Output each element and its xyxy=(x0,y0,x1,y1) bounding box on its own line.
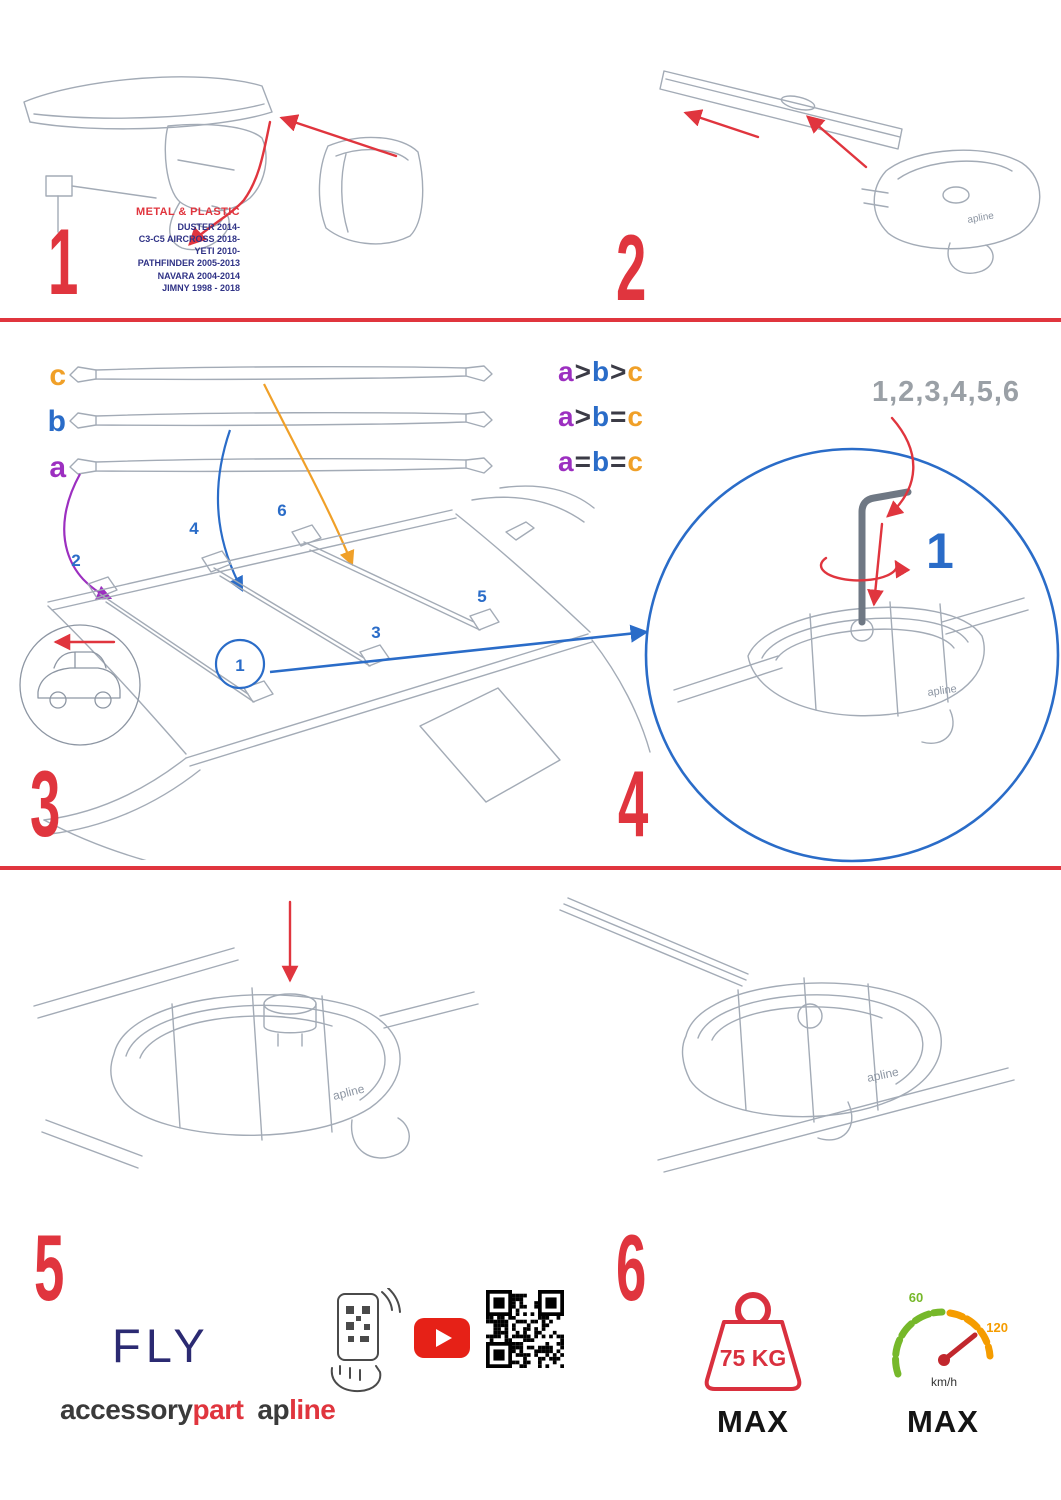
brand-accessory: accessory xyxy=(60,1394,193,1425)
model-item: PATHFINDER 2005-2013 xyxy=(137,258,240,269)
step6-illustration: apline xyxy=(559,897,1015,1173)
bar-with-foot-drawing xyxy=(659,70,1041,274)
press-down-arrow xyxy=(867,522,884,607)
roof-position-6: 6 xyxy=(277,501,286,520)
step4-illustration: apline 1 xyxy=(644,416,1060,863)
brand-ap: ap xyxy=(257,1394,290,1425)
allen-key xyxy=(858,488,912,626)
qr-code xyxy=(486,1290,564,1368)
model-item: JIMNY 1998 - 2018 xyxy=(162,282,240,293)
fly-logo: FLY xyxy=(112,1319,210,1372)
step3-illustration: c b a 1 2 3 4 5 6 xyxy=(19,359,651,860)
brand-on-product: apline xyxy=(927,683,958,699)
roof-position-2: 2 xyxy=(71,551,80,570)
comparison-row: a=b=c xyxy=(558,446,644,477)
comparison-row: a>b>c xyxy=(558,356,644,387)
roof-position-3: 3 xyxy=(371,623,380,642)
speed-low-tick: 60 xyxy=(909,1290,923,1305)
foot-tightening-drawing xyxy=(673,597,1029,744)
bar-label-c: c xyxy=(49,359,66,392)
step2-illustration: apline xyxy=(659,70,1041,274)
detail-zoom-circle xyxy=(644,447,1060,863)
brand-on-product: apline xyxy=(967,210,996,226)
step-4-number: 4 xyxy=(618,751,649,856)
brand-line: line xyxy=(289,1394,336,1425)
bar-label-b: b xyxy=(48,405,66,438)
step-2-number: 2 xyxy=(616,215,647,320)
bar-foot-exploded-drawing xyxy=(23,76,424,251)
step2-red-arrows xyxy=(683,109,868,169)
step1-illustration xyxy=(23,76,424,251)
roof-position-4: 4 xyxy=(189,519,199,538)
weight-max-label: MAX xyxy=(717,1404,789,1439)
roof-position-1: 1 xyxy=(235,656,244,675)
brand-on-product: apline xyxy=(866,1065,901,1085)
section-divider xyxy=(0,318,1061,322)
step-1-number: 1 xyxy=(48,209,79,314)
car-roof-drawing xyxy=(43,485,651,860)
step-6-number: 6 xyxy=(616,1215,647,1320)
model-item: C3-C5 AIRCROSS 2018- xyxy=(138,234,240,245)
material-label: METAL & PLASTIC xyxy=(136,206,240,218)
weight-limit-value: 75 KG xyxy=(720,1345,786,1371)
detail-callout-arrow xyxy=(269,624,649,674)
position-1-circle xyxy=(214,638,266,690)
first-position-highlight: 1 xyxy=(926,523,954,579)
model-item: YETI 2010- xyxy=(194,246,240,257)
sequence-pointer-arrow xyxy=(886,416,915,518)
speed-high-tick: 120 xyxy=(986,1320,1008,1335)
model-item: NAVARA 2004-2014 xyxy=(157,270,240,281)
speed-unit-label: km/h xyxy=(931,1375,957,1389)
rotate-arrow xyxy=(819,556,911,582)
length-comparison-legend: a>b>c a>b=c a=b=c xyxy=(558,356,644,491)
model-item: DUSTER 2014- xyxy=(177,222,240,232)
step-5-number: 5 xyxy=(34,1215,65,1320)
car-direction-badge xyxy=(19,624,141,746)
section-divider xyxy=(0,866,1061,870)
tightening-sequence: 1,2,3,4,5,6 xyxy=(872,376,1021,408)
comparison-row: a>b=c xyxy=(558,401,644,432)
step1-model-list: METAL & PLASTIC DUSTER 2014- C3-C5 AIRCR… xyxy=(88,206,240,294)
roof-position-5: 5 xyxy=(477,587,486,606)
step5-illustration: apline xyxy=(33,900,479,1169)
phone-scan-icon xyxy=(330,1288,401,1393)
weight-limit-icon: 75 KG xyxy=(704,1292,802,1391)
brand-part: part xyxy=(192,1394,244,1425)
foot-knob-drawing xyxy=(33,947,479,1169)
step1-red-arrows xyxy=(188,114,398,246)
speed-limit-icon: 60 120 km/h xyxy=(892,1290,1008,1389)
mounted-foot-drawing xyxy=(559,897,1015,1173)
speed-max-label: MAX xyxy=(907,1404,979,1439)
three-crossbars-drawing xyxy=(69,365,493,475)
youtube-icon xyxy=(414,1318,470,1358)
bar-label-a: a xyxy=(49,451,66,484)
step-3-number: 3 xyxy=(30,751,61,856)
